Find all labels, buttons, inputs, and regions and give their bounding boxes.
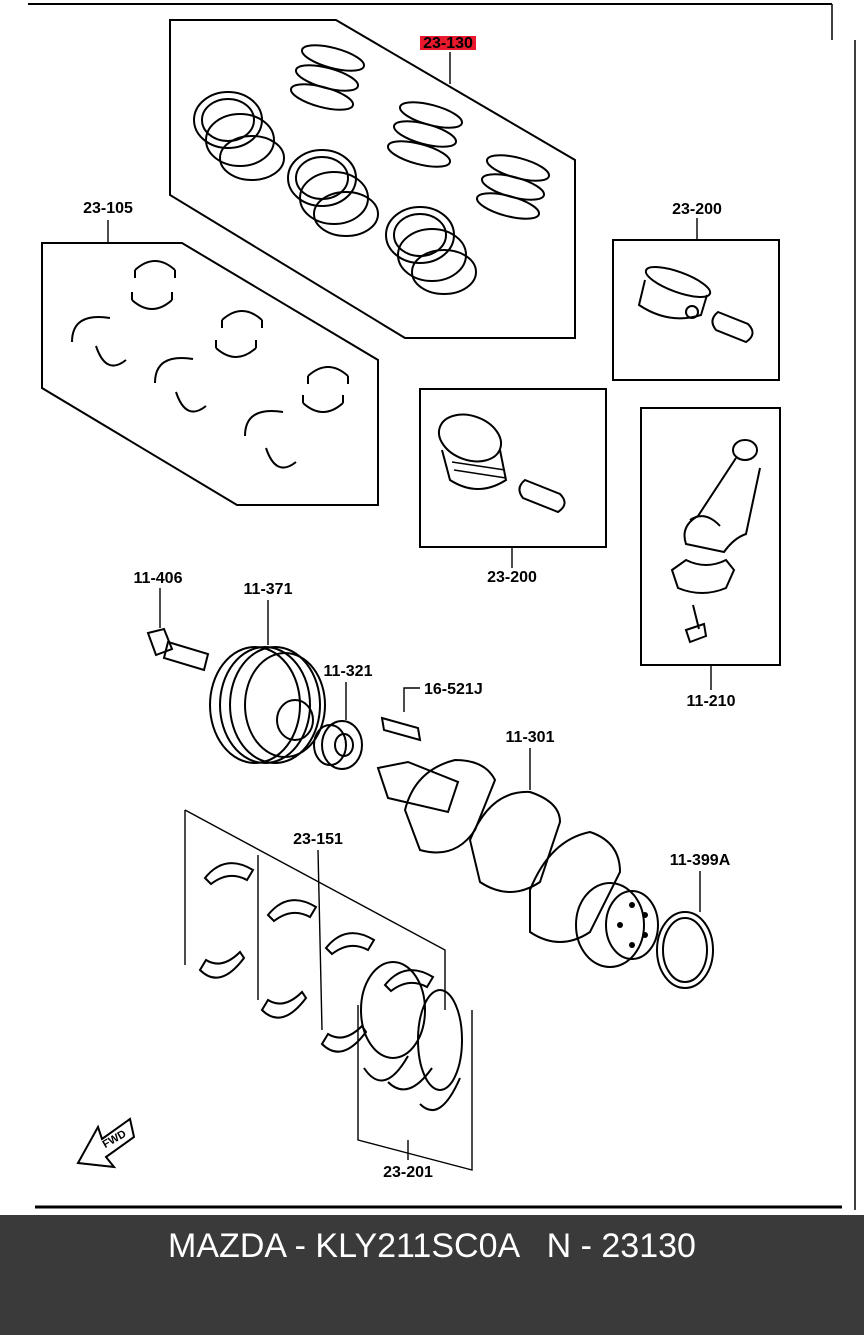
label-crankshaft[interactable]: 11-301 xyxy=(506,729,555,746)
label-main-bearings-lower[interactable]: 23-201 xyxy=(383,1164,433,1181)
main-bearings-lower-group[interactable]: 23-201 xyxy=(357,1005,473,1181)
thrust-bearings-group[interactable]: 23-151 xyxy=(184,809,463,1111)
bolt-group[interactable]: 11-406 xyxy=(134,570,210,672)
key-group[interactable]: 16-521J xyxy=(380,681,483,742)
label-main-bearings-upper[interactable]: 23-105 xyxy=(83,200,133,217)
main-bearings-upper-group[interactable]: 23-105 xyxy=(41,200,379,506)
oil-seal-group[interactable]: 11-399A xyxy=(656,852,731,989)
part-number-caption: MAZDA - KLY211SC0A N - 23130 xyxy=(168,1227,696,1265)
connecting-rod-group[interactable]: 11-210 xyxy=(640,407,781,710)
piston-rings-group[interactable]: 23-130 xyxy=(169,19,576,339)
label-bolt[interactable]: 11-406 xyxy=(134,570,183,587)
label-thrust-bearings[interactable]: 23-151 xyxy=(293,831,343,848)
pulley-group[interactable]: 11-371 xyxy=(209,581,326,764)
sprocket-group[interactable]: 11-321 xyxy=(313,663,373,770)
label-piston-lower[interactable]: 23-200 xyxy=(487,569,537,586)
piston-assembly-upper[interactable]: 23-200 xyxy=(612,201,780,381)
footer-bar: MAZDA - KLY211SC0A N - 23130 xyxy=(0,1215,864,1335)
label-pulley[interactable]: 11-371 xyxy=(244,581,293,598)
crankshaft-group[interactable]: 11-301 xyxy=(376,729,659,968)
label-sprocket[interactable]: 11-321 xyxy=(324,663,373,680)
parts-diagram: 23-130 23-105 23-200 23-200 xyxy=(28,3,856,1210)
label-key[interactable]: 16-521J xyxy=(424,681,483,698)
label-piston-upper[interactable]: 23-200 xyxy=(672,201,722,218)
forward-arrow-icon: FWD xyxy=(76,1117,136,1169)
label-connecting-rod[interactable]: 11-210 xyxy=(687,693,736,710)
label-piston-rings[interactable]: 23-130 xyxy=(423,35,473,52)
label-oil-seal[interactable]: 11-399A xyxy=(670,852,731,869)
piston-assembly-lower[interactable]: 23-200 xyxy=(419,388,607,586)
